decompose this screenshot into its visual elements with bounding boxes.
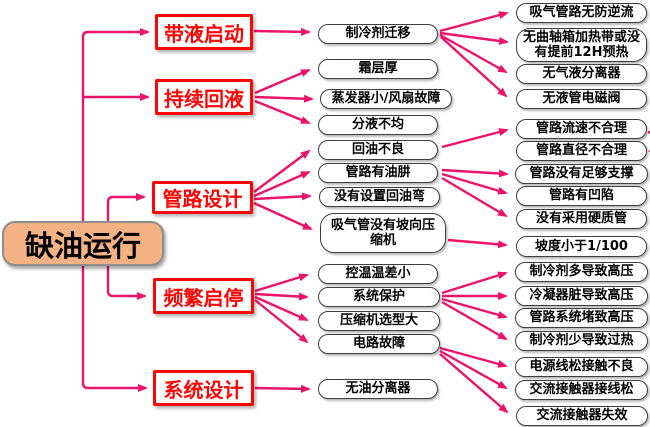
edge-pipeline-oil-trap — [253, 170, 311, 198]
edge-systemdesign-no-oil-separator — [254, 384, 311, 393]
cause-uneven-liquid-distribution: 分液不均 — [318, 115, 438, 135]
edge-circuit-contactor-failure — [439, 353, 509, 414]
branch-frequent-start-stop: 频繁启停 — [153, 278, 254, 314]
branch-system-design: 系统设计 — [153, 370, 254, 406]
edge-root-pipeline-design — [106, 193, 146, 221]
cause-poor-oil-return: 回油不良 — [318, 140, 438, 160]
cause-oversized-compressor: 压缩机选型大 — [318, 311, 440, 331]
cause-suction-pipe-not-sloped-to-compressor: 吸气管没有坡向压缩机 — [320, 213, 446, 253]
detail-low-refrigerant-overheat: 制冷剂少导致过热 — [515, 331, 648, 351]
edge-migration-no-gas-liquid-separator — [439, 33, 508, 74]
edge-startstop-system-protection — [254, 292, 309, 301]
detail-slope-less-than-1-100: 坡度小于1/100 — [516, 236, 647, 257]
edge-pipeline-suction-slope — [253, 201, 313, 231]
detail-loose-power-wire-contact: 电源线松接触不良 — [515, 357, 648, 377]
edge-protection-much-refrigerant — [441, 271, 508, 295]
edge-oil-return-flow-velocity — [441, 128, 509, 149]
edge-pipeline-poor-oil-return — [253, 149, 311, 193]
edge-protection-low-refrigerant — [441, 300, 508, 341]
cause-system-protection: 系统保护 — [318, 287, 440, 307]
detail-no-rigid-pipe: 没有采用硬质管 — [516, 209, 647, 229]
branch-pipeline-design: 管路设计 — [152, 181, 253, 214]
edge-suction-slope-1-100 — [447, 238, 508, 249]
detail-too-much-refrigerant-high-pressure: 制冷剂多导致高压 — [515, 262, 648, 282]
detail-improper-pipe-diameter: 管路直径不合理 — [516, 141, 647, 161]
detail-insufficient-pipe-support: 管路没有足够支撑 — [515, 164, 648, 184]
edge-migration-no-solenoid-valve — [440, 36, 508, 98]
branch-continuous-liquid-return: 持续回液 — [155, 79, 253, 115]
edge-liquid-return-thick-frost — [254, 68, 311, 95]
edge-pipeline-no-oil-bend — [253, 192, 312, 201]
cause-refrigerant-migration: 制冷剂迁移 — [318, 24, 438, 44]
edge-oil-trap-pipe-dent — [441, 172, 508, 195]
edge-circuit-contactor-wiring — [439, 349, 508, 390]
detail-blocked-pipeline-high-pressure: 管路系统堵致高压 — [515, 308, 648, 328]
edge-liquid-return-evaporator-fan — [254, 94, 314, 103]
edge-startstop-circuit-fault — [254, 299, 309, 344]
detail-no-liquid-line-solenoid-valve: 无液管电磁阀 — [516, 89, 647, 109]
edge-startstop-temp-diff — [254, 273, 309, 293]
edge-liquid-return-uneven-distribution — [254, 99, 311, 125]
edge-oil-trap-no-rigid-pipe — [441, 176, 508, 218]
edge-migration-no-check-valve — [439, 11, 509, 33]
cause-no-oil-separator: 无油分离器 — [318, 379, 438, 399]
edge-root-system-design — [81, 266, 148, 392]
edge-migration-no-crankcase-heater — [439, 31, 509, 45]
detail-no-gas-liquid-separator: 无气液分离器 — [516, 64, 647, 84]
edge-circuit-loose-power-wire — [439, 346, 508, 368]
root-node-oil-shortage-operation: 缺油运行 — [2, 221, 164, 266]
cause-small-temperature-control-diff: 控温温差小 — [318, 264, 438, 284]
edge-root-frequent-start-stop — [106, 266, 147, 300]
detail-no-crankcase-heater-or-12h-preheat: 无曲轴箱加热带或没有提前12H预热 — [516, 28, 647, 62]
cause-thick-frost-layer: 霜层厚 — [318, 59, 438, 79]
edge-protection-blocked-pipeline — [441, 297, 508, 319]
detail-ac-contactor-loose-wiring: 交流接触器接线松 — [515, 380, 648, 400]
cause-circuit-fault: 电路故障 — [318, 334, 440, 354]
detail-pipe-dent: 管路有凹陷 — [516, 186, 647, 206]
edge-oil-trap-pipe-support — [441, 168, 509, 178]
branch-wet-startup: 带液启动 — [155, 14, 253, 50]
edge-startstop-oversized-compressor — [254, 295, 309, 322]
edge-root-wet-startup — [81, 28, 150, 221]
detail-dirty-condenser-high-pressure: 冷凝器脏导致高压 — [515, 286, 648, 306]
detail-ac-contactor-failure: 交流接触器失效 — [516, 406, 648, 426]
cause-small-evaporator-or-fan-fault: 蒸发器小/风扇故障 — [320, 89, 452, 109]
cause-oil-trap-in-pipeline: 管路有油肼 — [318, 163, 438, 183]
edge-wet-startup-refrigerant-migration — [253, 27, 311, 36]
detail-suction-line-no-check-valve: 吸气管路无防逆流 — [516, 3, 647, 23]
detail-improper-flow-velocity: 管路流速不合理 — [516, 119, 647, 139]
cause-no-oil-return-bend: 没有设置回油弯 — [319, 187, 440, 207]
